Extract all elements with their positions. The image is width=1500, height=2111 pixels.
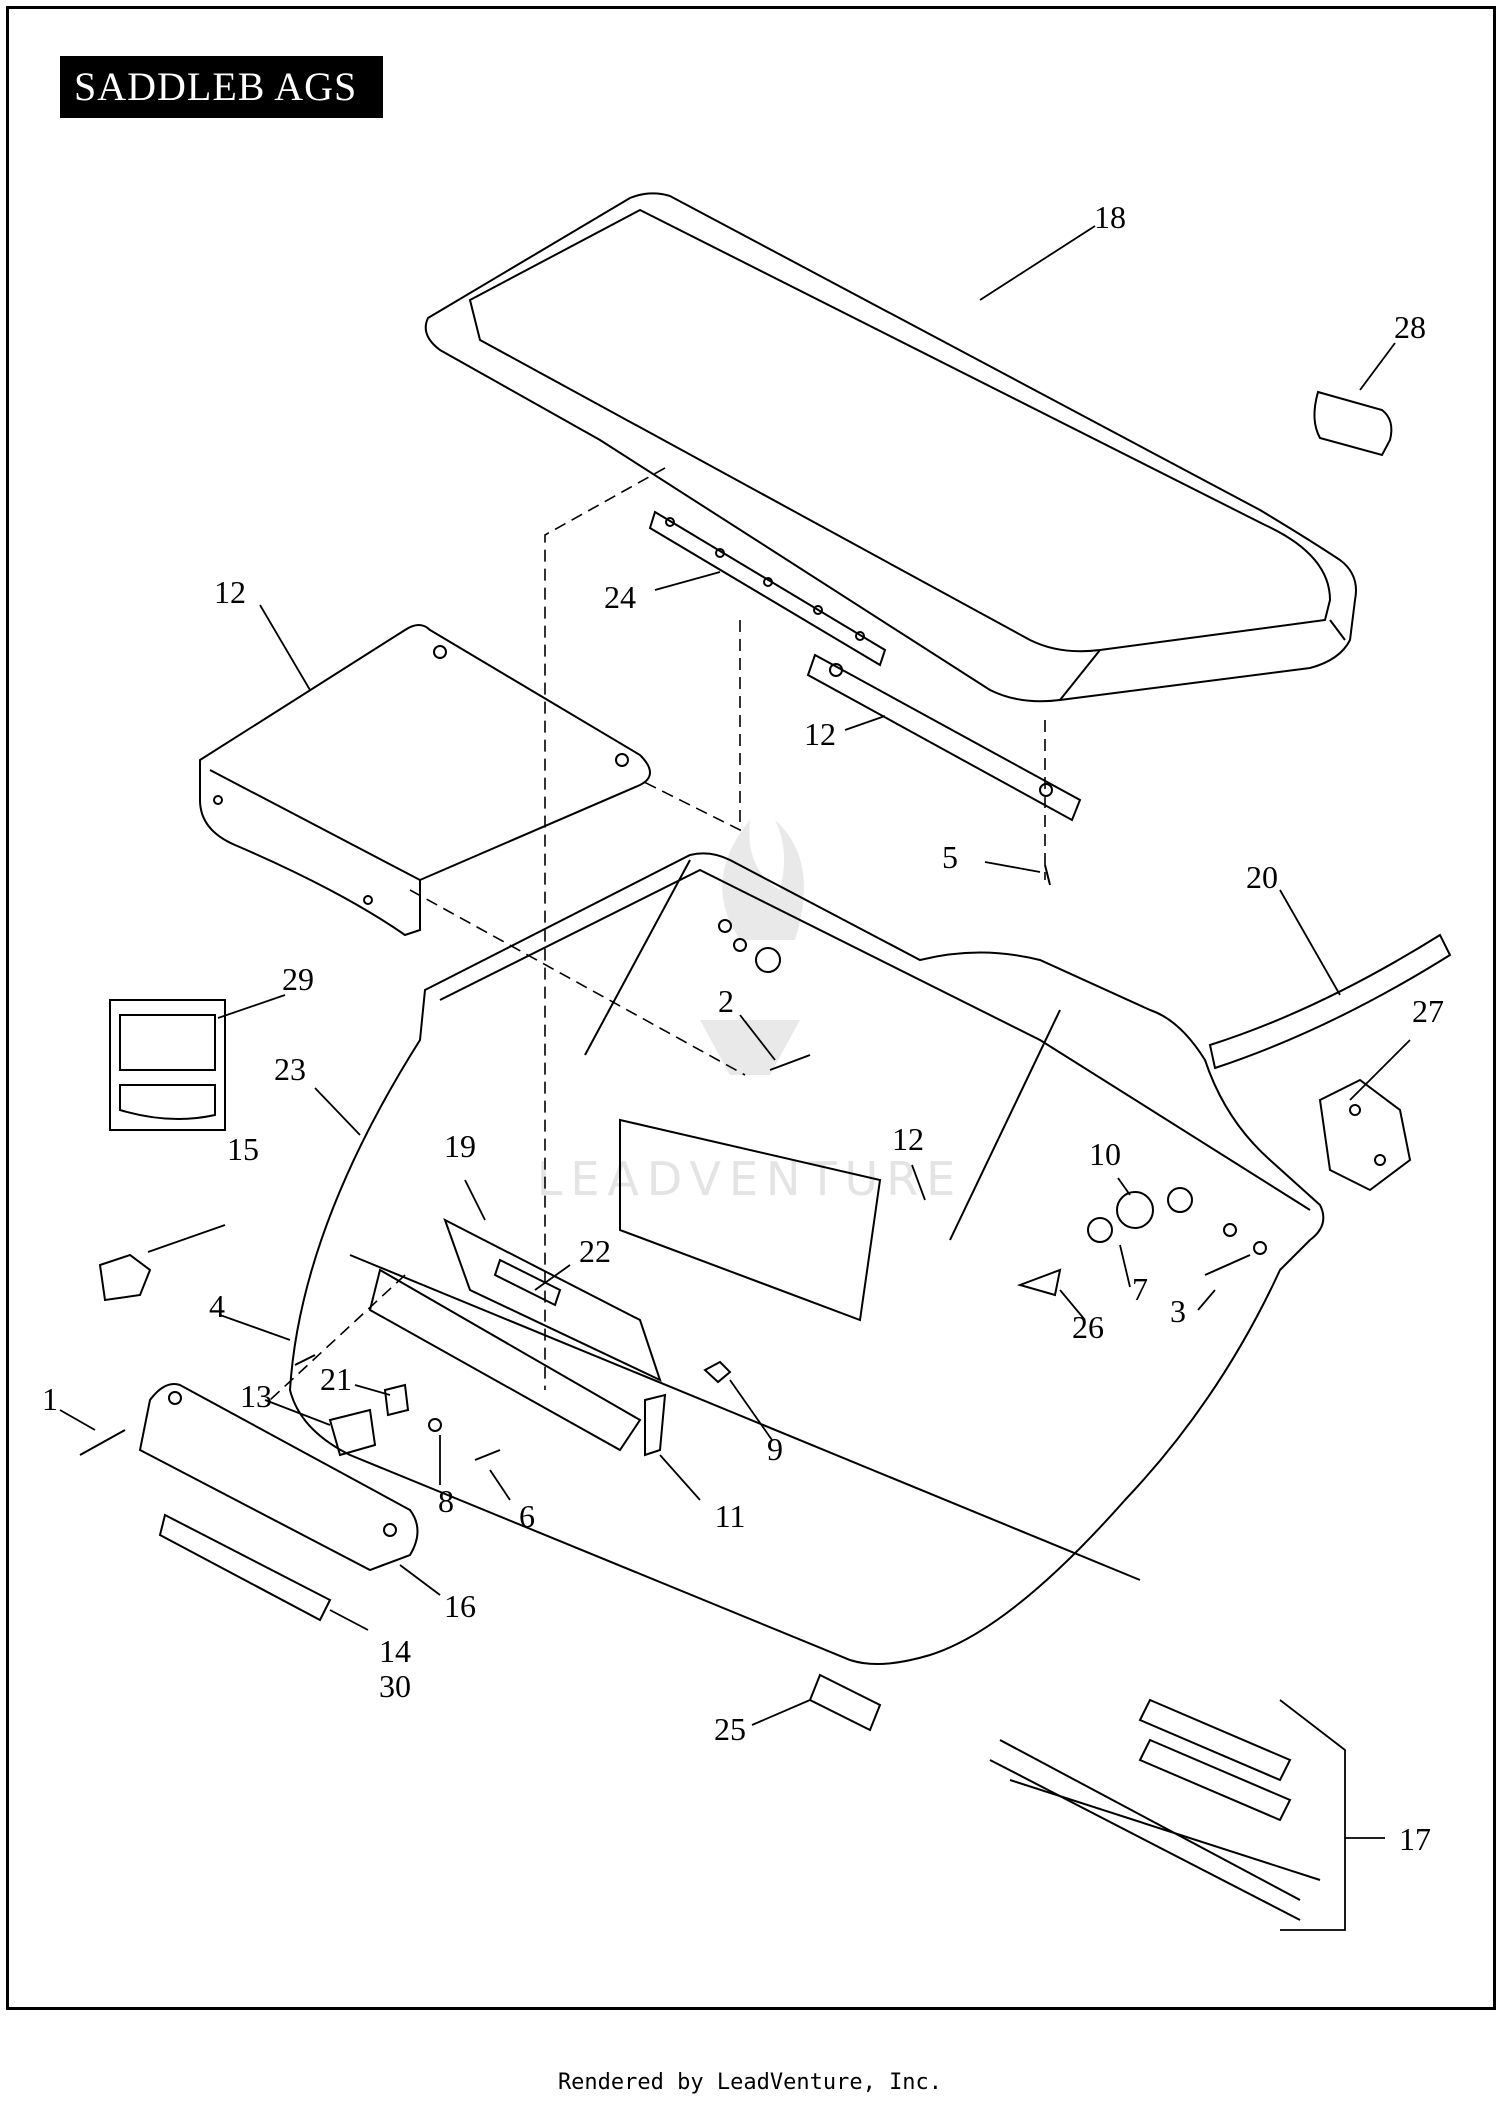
latch-badge <box>158 1513 332 1622</box>
callout-11: 11 <box>715 1498 746 1534</box>
callout-20: 24 <box>604 579 636 615</box>
screw-5 <box>1044 864 1051 886</box>
callout-29: 17 <box>1399 1821 1431 1857</box>
leader-lines <box>59 225 1411 1931</box>
tool-kit <box>989 1698 1321 1921</box>
decal-box <box>109 999 226 1131</box>
callout-1: 1 <box>42 1381 58 1417</box>
callout-18: 20 <box>1246 859 1278 895</box>
callout-25: 26 <box>1072 1309 1104 1345</box>
callout-6: 6 <box>519 1498 535 1534</box>
screw-6 <box>474 1449 501 1461</box>
diagram-title: SADDLEB AGS <box>60 56 383 118</box>
callout-26: 27 <box>1412 993 1444 1029</box>
callout-28: 29 <box>282 961 314 997</box>
nut-8 <box>428 1418 442 1432</box>
screw-2 <box>769 1054 811 1071</box>
latch-strip-right <box>806 653 1082 822</box>
clip-25 <box>1016 1268 1062 1297</box>
latch-handle <box>138 1383 419 1572</box>
callout-30: 30 <box>379 1668 411 1704</box>
callout-24: 25 <box>714 1711 746 1747</box>
lever-11 <box>644 1393 667 1457</box>
diagram-frame <box>6 6 1496 2010</box>
key <box>98 1253 152 1302</box>
callout-4: 4 <box>209 1288 225 1324</box>
grommet-10 <box>1116 1191 1154 1229</box>
liner-panel <box>199 624 651 937</box>
callout-19: 21 <box>320 1361 352 1397</box>
trim-strip <box>1208 933 1452 1070</box>
screw-3 <box>1204 1254 1251 1276</box>
callout-12-body: 12 <box>892 1121 924 1157</box>
screw-4 <box>294 1354 316 1366</box>
callout-7: 7 <box>1132 1271 1148 1307</box>
watermark-logo: LEADVENTURE <box>537 820 964 1206</box>
callout-23: 18 <box>1094 199 1126 235</box>
spring <box>808 1673 882 1732</box>
mounting-plate <box>1313 390 1393 457</box>
washer-7 <box>1087 1217 1113 1243</box>
callout-12-liner: 12 <box>214 574 246 610</box>
callout-22: 23 <box>274 1051 306 1087</box>
latch-mechanism <box>368 1217 662 1452</box>
callout-2: 2 <box>718 983 734 1019</box>
callout-14: 14 <box>379 1633 411 1669</box>
callout-10: 10 <box>1089 1136 1121 1172</box>
callout-15: 15 <box>227 1131 259 1167</box>
saddlebag-body <box>288 852 1325 1665</box>
hinge-bracket <box>1318 1078 1412 1192</box>
watermark-text: LEADVENTURE <box>537 1152 964 1206</box>
callout-9: 9 <box>767 1431 783 1467</box>
callout-3: 3 <box>1170 1293 1186 1329</box>
callout-5: 5 <box>942 839 958 875</box>
callout-12-strip: 12 <box>804 716 836 752</box>
assembly-guides <box>269 467 1046 1401</box>
cam-19 <box>383 1383 410 1417</box>
callout-8: 8 <box>438 1483 454 1519</box>
footer-credit: Rendered by LeadVenture, Inc. <box>557 2070 943 2095</box>
callout-13: 13 <box>240 1378 272 1414</box>
callout-16: 16 <box>444 1588 476 1624</box>
callout-21: 22 <box>579 1233 611 1269</box>
cam-13 <box>328 1408 377 1457</box>
callout-17: 19 <box>444 1128 476 1164</box>
saddlebag-lid <box>424 192 1357 703</box>
nut-9 <box>703 1360 732 1384</box>
callout-27: 28 <box>1394 309 1426 345</box>
hinge-strip <box>648 510 887 667</box>
screw-1 <box>79 1429 126 1456</box>
